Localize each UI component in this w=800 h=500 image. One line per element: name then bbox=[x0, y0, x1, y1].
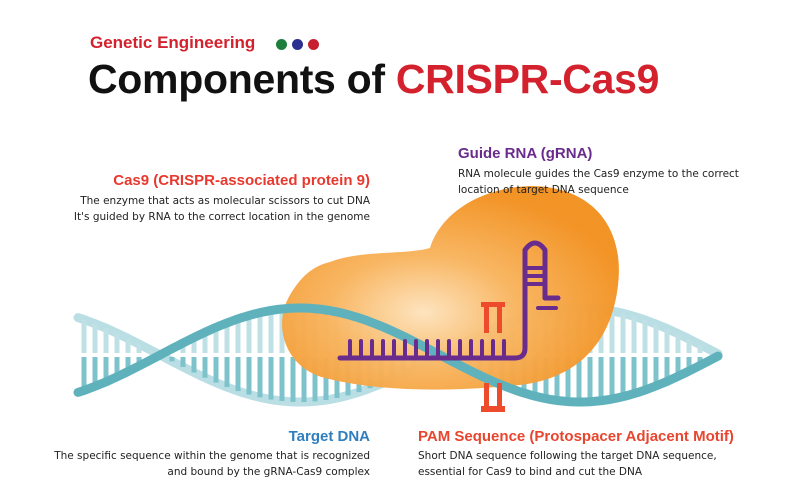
red-dot bbox=[308, 39, 319, 50]
cas9-enzyme bbox=[282, 186, 619, 390]
grna-desc-2: location of target DNA sequence bbox=[458, 184, 629, 196]
dna-front-strand bbox=[73, 303, 723, 407]
pam-top-marker bbox=[481, 302, 505, 333]
target-title: Target DNA bbox=[288, 428, 370, 445]
pam-label: PAM Sequence (Protospacer Adjacent Motif… bbox=[418, 428, 778, 480]
pam-title: PAM Sequence (Protospacer Adjacent Motif… bbox=[418, 428, 734, 445]
section-kicker: Genetic Engineering bbox=[90, 33, 256, 52]
cas9-label: Cas9 (CRISPR-associated protein 9) The e… bbox=[30, 172, 370, 225]
target-dna-label: Target DNA The specific sequence within … bbox=[30, 428, 370, 480]
color-dots bbox=[276, 39, 319, 50]
grna-desc-1: RNA molecule guides the Cas9 enzyme to t… bbox=[458, 168, 739, 180]
cas9-desc-2: It's guided by RNA to the correct locati… bbox=[73, 211, 370, 223]
cas9-desc-1: The enzyme that acts as molecular scisso… bbox=[80, 195, 370, 207]
target-desc-2: and bound by the gRNA-Cas9 complex bbox=[167, 466, 370, 478]
guide-rna bbox=[337, 240, 561, 361]
blue-dot bbox=[292, 39, 303, 50]
page-title: Components of CRISPR-Cas9 bbox=[88, 56, 659, 103]
cas9-title: Cas9 (CRISPR-associated protein 9) bbox=[113, 172, 370, 189]
title-highlight: CRISPR-Cas9 bbox=[395, 56, 660, 102]
grna-title: Guide RNA (gRNA) bbox=[458, 145, 593, 162]
title-main: Components of bbox=[88, 56, 385, 102]
target-desc-1: The specific sequence within the genome … bbox=[54, 450, 370, 462]
green-dot bbox=[276, 39, 287, 50]
pam-desc-1: Short DNA sequence following the target … bbox=[418, 450, 717, 462]
grna-label: Guide RNA (gRNA) RNA molecule guides the… bbox=[458, 145, 778, 198]
pam-bottom-marker bbox=[481, 383, 505, 412]
pam-desc-2: essential for Cas9 to bind and cut the D… bbox=[418, 466, 643, 478]
